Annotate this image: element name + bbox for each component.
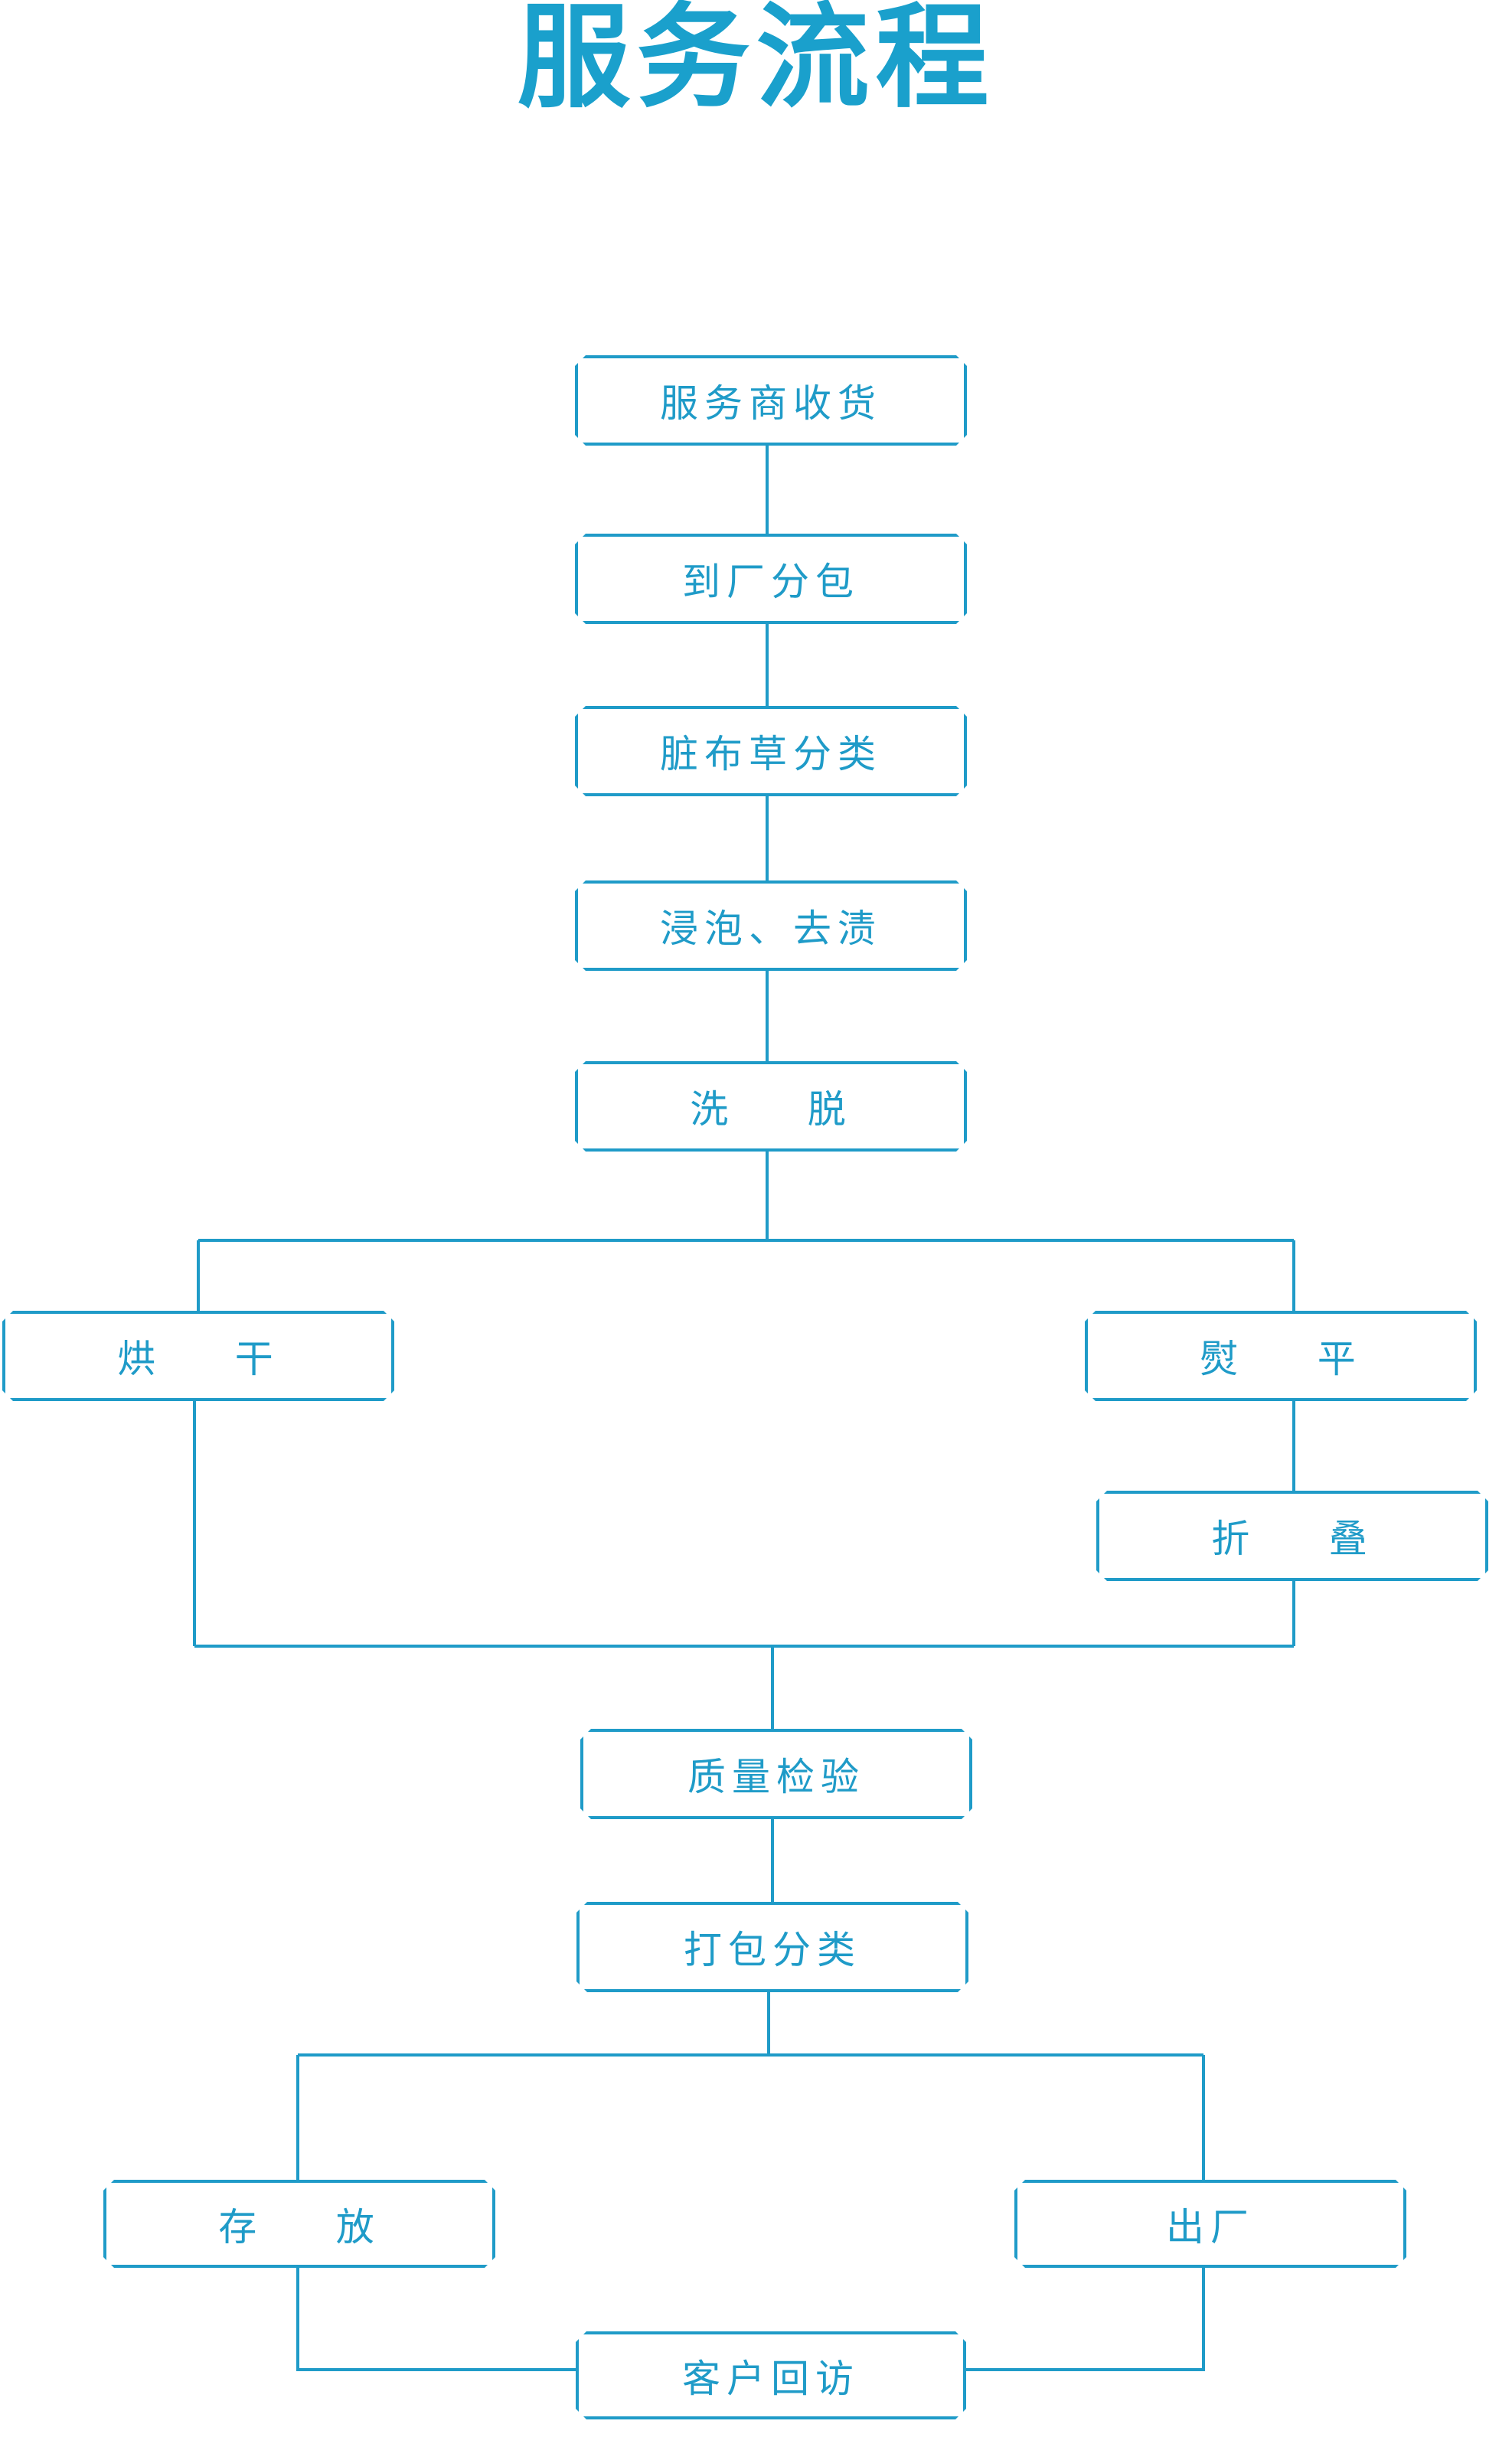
step-inspect: 质量检验 (580, 1729, 972, 1819)
step-wash: 洗 脱 (575, 1061, 967, 1152)
step-receive: 服务商收货 (575, 355, 967, 446)
step-ship-label: 出厂 (1166, 2204, 1255, 2249)
step-split-label: 到厂分包 (682, 560, 860, 604)
step-ship: 出厂 (1014, 2180, 1406, 2268)
step-store: 存 放 (103, 2180, 495, 2268)
step-dry-label: 烘 干 (117, 1337, 279, 1381)
step-soak-label: 浸泡、去渍 (660, 907, 882, 951)
step-inspect-label: 质量检验 (687, 1755, 865, 1799)
step-fold: 折 叠 (1096, 1491, 1488, 1581)
step-dry: 烘 干 (2, 1311, 394, 1401)
page-title: 服务流程 (517, 0, 995, 123)
step-fold-label: 折 叠 (1211, 1517, 1373, 1561)
step-pack-label: 打包分类 (684, 1928, 861, 1972)
connector-store-revisit (296, 2268, 576, 2371)
step-revisit: 客户回访 (576, 2331, 966, 2419)
connector-ship-revisit (966, 2268, 1205, 2371)
step-soak: 浸泡、去渍 (575, 880, 967, 971)
step-receive-label: 服务商收货 (660, 381, 882, 426)
step-sort-dirty-label: 脏布草分类 (660, 732, 882, 776)
step-pack: 打包分类 (576, 1902, 968, 1992)
step-wash-label: 洗 脱 (690, 1087, 852, 1132)
step-iron: 熨 平 (1085, 1311, 1477, 1401)
step-iron-label: 熨 平 (1200, 1337, 1362, 1381)
step-split: 到厂分包 (575, 534, 967, 624)
step-revisit-label: 客户回访 (682, 2356, 860, 2401)
step-sort-dirty: 脏布草分类 (575, 706, 967, 796)
step-store-label: 存 放 (218, 2204, 380, 2249)
